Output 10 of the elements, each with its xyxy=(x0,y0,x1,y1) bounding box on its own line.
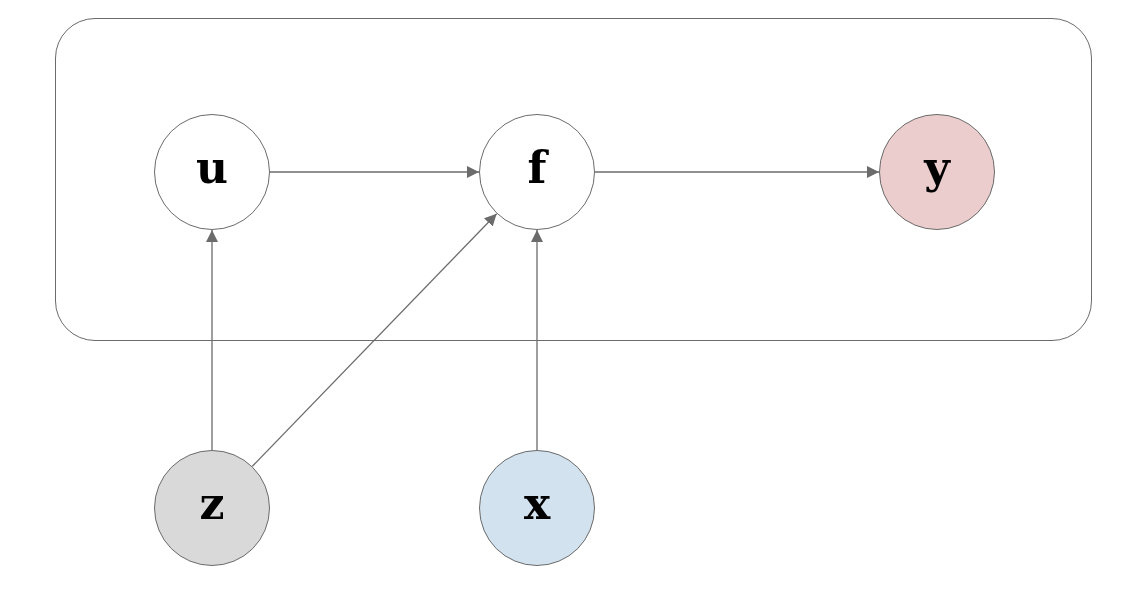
arrow xyxy=(594,166,880,178)
arrow xyxy=(251,213,498,467)
variable-label: x xyxy=(523,482,551,526)
variable-label: z xyxy=(199,482,225,526)
variable-label: f xyxy=(527,146,547,190)
variable-label: u xyxy=(196,146,228,190)
plate-box xyxy=(55,18,1092,341)
arrow xyxy=(531,229,543,451)
arrow xyxy=(206,229,218,451)
arrow xyxy=(269,166,480,178)
